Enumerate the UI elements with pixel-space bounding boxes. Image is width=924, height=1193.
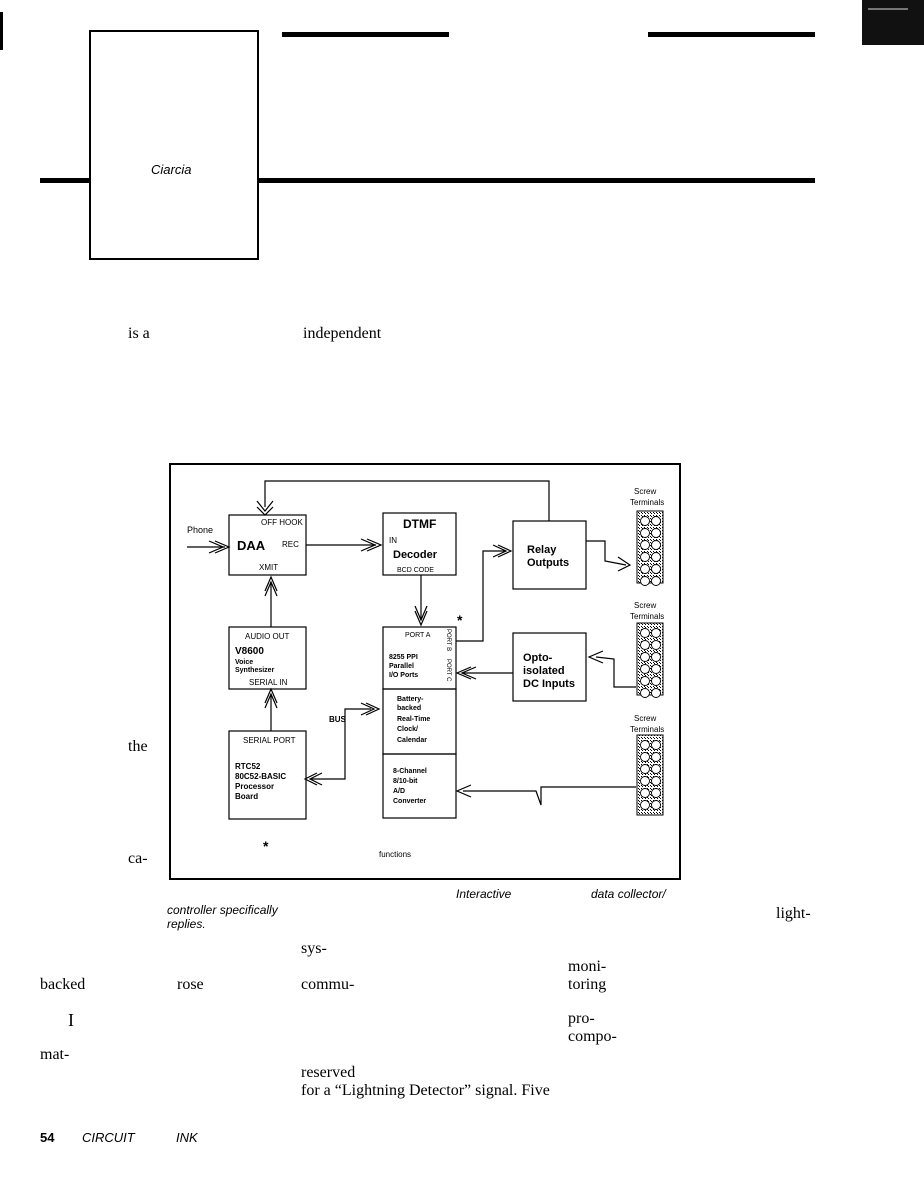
text-reserved: reserved	[301, 1064, 356, 1081]
adc-line2: 8/10-bit	[393, 778, 418, 785]
text-moni: moni-	[568, 958, 607, 975]
header-rule-left	[40, 178, 92, 183]
author-name: Ciarcia	[151, 162, 192, 177]
rtc-line2: backed	[397, 705, 421, 712]
daa-xmit: XMIT	[259, 563, 278, 572]
screw-label-top-2: Terminals	[630, 498, 664, 507]
adc-line4: Converter	[393, 798, 426, 805]
text-light: light-	[776, 905, 811, 922]
text-compo: compo-	[568, 1028, 617, 1045]
dtmf-in: IN	[389, 536, 397, 545]
dtmf-box	[382, 512, 457, 576]
text-commu: commu-	[301, 976, 355, 993]
ppi-star: *	[457, 612, 463, 628]
voice-box	[228, 626, 307, 690]
proc-line4: Board	[235, 792, 258, 801]
proc-line2: 80C52-BASIC	[235, 772, 286, 781]
opto-line1: Opto-	[523, 652, 553, 664]
proc-line1: RTC52	[235, 762, 261, 771]
header-rule-main	[258, 178, 815, 183]
footer-magazine-2: INK	[176, 1130, 198, 1145]
text-pronoun-i: I	[68, 1010, 74, 1030]
bus-label: BUS	[329, 715, 347, 724]
relay-line2: Outputs	[527, 557, 569, 569]
author-box: Ciarcia	[89, 30, 259, 260]
rtc-line3: Real-Time	[397, 716, 430, 723]
voice-name: V8600	[235, 646, 264, 657]
screw-label-bot-1: Screw	[634, 714, 656, 723]
opto-line2: isolated	[523, 665, 565, 677]
voice-line3: Synthesizer	[235, 667, 275, 674]
phone-label: Phone	[187, 525, 213, 535]
screw-label-bot-2: Terminals	[630, 725, 664, 734]
screw-label-mid-2: Terminals	[630, 612, 664, 621]
rtc-line4: Clock/	[397, 726, 418, 733]
footnote-star: *	[263, 838, 269, 854]
adc-line3: A/D	[393, 788, 405, 795]
ppi-port-c: PORT C	[445, 659, 451, 682]
caption-replies: replies.	[167, 917, 206, 931]
text-pro: pro-	[568, 1010, 595, 1027]
page-number: 54	[40, 1130, 55, 1145]
text-independent: independent	[303, 325, 382, 342]
adc-line1: 8-Channel	[393, 768, 427, 775]
left-edge-mark	[0, 12, 3, 50]
rtc-line5: Calendar	[397, 737, 427, 744]
ppi-line1: 8255 PPI	[389, 654, 418, 661]
text-backed: backed	[40, 976, 86, 993]
header-rule-left-top	[282, 32, 449, 37]
ppi-line2: Parallel	[389, 663, 414, 670]
dtmf-name: DTMF	[403, 517, 436, 531]
footer-magazine-1: CIRCUIT	[82, 1130, 135, 1145]
text-ca: ca-	[128, 850, 148, 867]
header-rule-right-top	[648, 32, 815, 37]
screw-label-top-1: Screw	[634, 487, 656, 496]
block-diagram: Screw Terminals Screw Terminals Screw Te…	[187, 480, 664, 859]
daa-rec: REC	[282, 540, 299, 549]
ppi-port-a: PORT A	[405, 632, 431, 639]
opto-box	[512, 632, 587, 702]
proc-line3: Processor	[235, 782, 274, 791]
ppi-port-b: PORT B	[445, 629, 451, 651]
voice-serial-in: SERIAL IN	[249, 678, 288, 687]
text-toring: toring	[568, 976, 607, 993]
functions-label: functions	[379, 850, 411, 859]
caption-controller: controller specifically	[167, 903, 278, 917]
voice-line2: Voice	[235, 659, 253, 666]
daa-off-hook: OFF HOOK	[261, 518, 303, 527]
screw-label-mid-1: Screw	[634, 601, 656, 610]
processor-box	[228, 730, 307, 820]
text-lightning-line: for a “Lightning Detector” signal. Five	[301, 1082, 550, 1099]
proc-serial-port: SERIAL PORT	[243, 736, 296, 745]
caption-data-collector: data collector/	[591, 887, 666, 901]
block-diagram-figure: Screw Terminals Screw Terminals Screw Te…	[169, 463, 681, 880]
corner-block	[862, 0, 924, 45]
dtmf-bcd: BCD CODE	[397, 567, 434, 574]
relay-line1: Relay	[527, 544, 557, 556]
daa-name: DAA	[237, 538, 266, 553]
opto-line3: DC Inputs	[523, 678, 575, 690]
text-sys: sys-	[301, 940, 327, 957]
caption-interactive: Interactive	[456, 887, 512, 901]
text-is-a: is a	[128, 325, 150, 342]
text-rose: rose	[177, 976, 204, 993]
text-the: the	[128, 738, 148, 755]
text-mat: mat-	[40, 1046, 70, 1063]
ppi-line3: I/O Ports	[389, 672, 418, 679]
rtc-line1: Battery-	[397, 696, 424, 703]
adc-box	[382, 753, 457, 819]
dtmf-decoder: Decoder	[393, 549, 438, 561]
voice-audio-out: AUDIO OUT	[245, 632, 290, 641]
